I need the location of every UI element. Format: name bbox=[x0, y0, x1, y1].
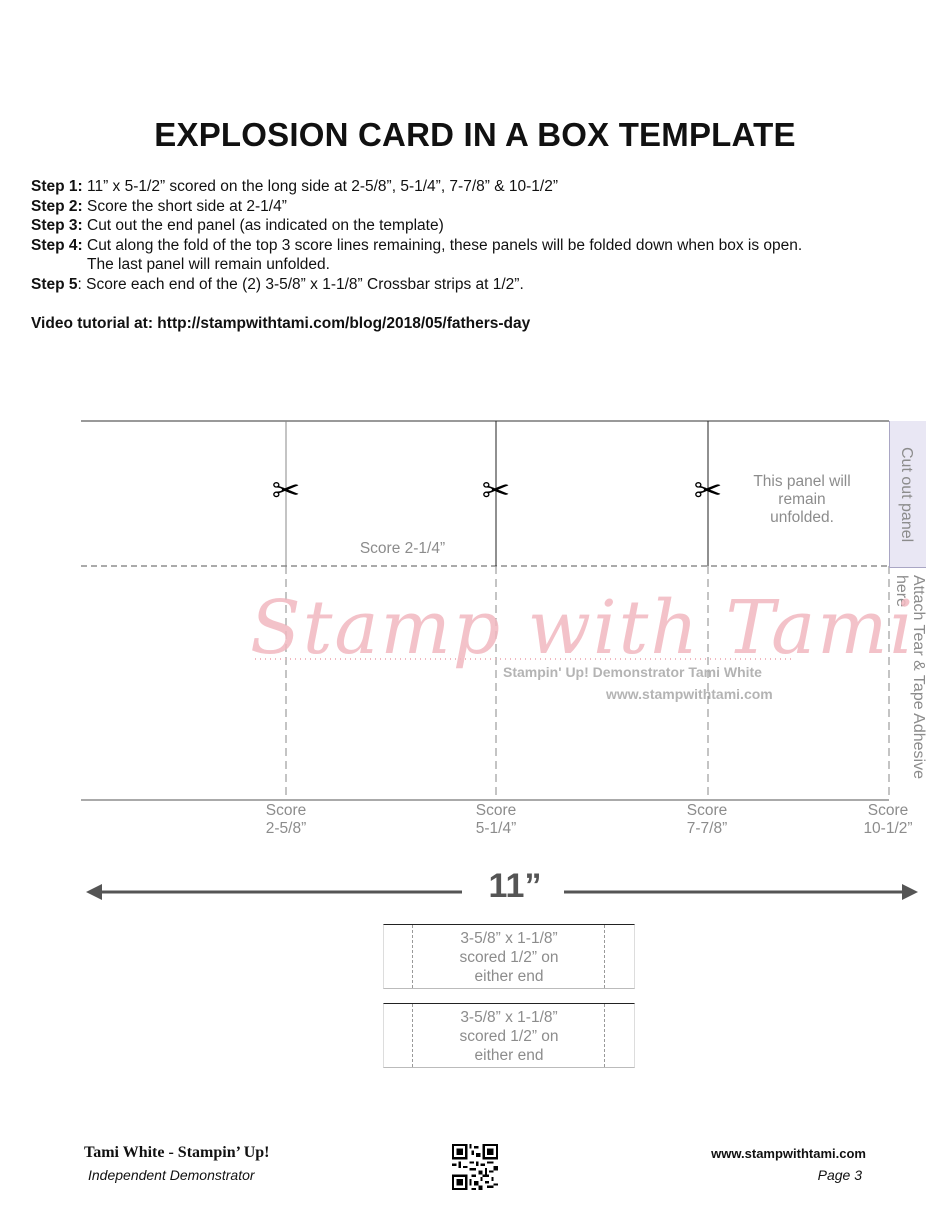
step-2: Step 2: Score the short side at 2-1/4” bbox=[31, 197, 287, 215]
step-4-continuation: The last panel will remain unfolded. bbox=[87, 256, 330, 273]
footer-name: Tami White - Stampin’ Up! bbox=[84, 1144, 270, 1161]
instructions: Step 1: 11” x 5-1/2” scored on the long … bbox=[31, 177, 931, 294]
watermark-dots bbox=[255, 658, 795, 660]
page-number: Page 3 bbox=[817, 1167, 862, 1183]
scissors-icon: ✂ bbox=[481, 472, 511, 510]
step-3: Step 3: Cut out the end panel (as indica… bbox=[31, 217, 444, 234]
unfolded-panel-note: This panel will remain unfolded. bbox=[753, 473, 851, 526]
cut-out-panel bbox=[889, 421, 926, 568]
watermark-script: Stamp with Tami bbox=[250, 585, 916, 671]
scissors-icon: ✂ bbox=[693, 472, 723, 510]
step-4: Step 4: Cut along the fold of the top 3 … bbox=[31, 236, 803, 254]
short-score-label: Score 2-1/4” bbox=[359, 540, 446, 557]
width-dimension: 11” bbox=[488, 867, 542, 905]
watermark-demonstrator: Stampin' Up! Demonstrator Tami White bbox=[503, 664, 762, 680]
footer-url[interactable]: www.stampwithtami.com bbox=[711, 1146, 866, 1161]
watermark-url: www.stampwithtami.com bbox=[606, 686, 773, 702]
crossbar-strip: 3-5/8” x 1-1/8” scored 1/2” on either en… bbox=[383, 1003, 635, 1068]
scissors-icon: ✂ bbox=[271, 472, 301, 510]
step-5: Step 5: Score each end of the (2) 3-5/8”… bbox=[31, 275, 524, 293]
cut-out-panel-label: Cut out panel bbox=[898, 447, 915, 543]
crossbar-strip: 3-5/8” x 1-1/8” scored 1/2” on either en… bbox=[383, 924, 635, 989]
video-tutorial-link[interactable]: Video tutorial at: http://stampwithtami.… bbox=[31, 315, 531, 332]
qr-code-icon bbox=[452, 1144, 498, 1190]
page-title: EXPLOSION CARD IN A BOX TEMPLATE bbox=[154, 116, 796, 153]
footer-subtitle: Independent Demonstrator bbox=[88, 1167, 255, 1183]
adhesive-label: Attach Tear & Tape Adhesive here bbox=[893, 575, 927, 779]
step-1: Step 1: 11” x 5-1/2” scored on the long … bbox=[31, 178, 558, 195]
